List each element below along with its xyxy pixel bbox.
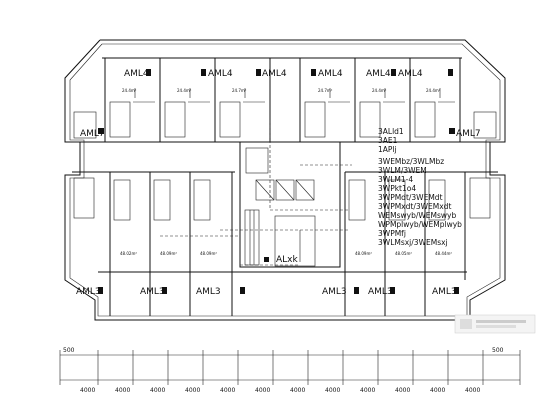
room-area-labels: 24.4m² 24.4m² 24.7m² 24.7m² 24.4m² 24.4m… bbox=[120, 88, 452, 256]
watermark-logo bbox=[454, 314, 536, 334]
distribution-item-11: WPMplwyb/WEMplwyb bbox=[378, 220, 462, 229]
dim-segment-4: 4000 bbox=[185, 387, 200, 394]
dim-segment-10: 4000 bbox=[395, 387, 410, 394]
dim-segment-7: 4000 bbox=[290, 387, 305, 394]
room-area-bottom-4: 48.09m² bbox=[355, 251, 372, 256]
distribution-item-13: 3WLMsxj/3WEMsxj bbox=[378, 238, 448, 247]
distribution-item-9: 3WPMxdt/3WEMxdt bbox=[378, 202, 451, 211]
distribution-item-4: 3WEMbz/3WLMbz bbox=[378, 157, 444, 166]
distribution-item-12: 3WPMfj bbox=[378, 229, 406, 238]
panel-marks bbox=[98, 69, 459, 294]
dim-segment-9: 4000 bbox=[360, 387, 375, 394]
room-area-top-4: 24.7m² bbox=[318, 88, 333, 93]
room-area-bottom-5: 48.05m² bbox=[395, 251, 412, 256]
panel-label-mid-right: AML7 bbox=[456, 129, 481, 139]
dim-segment-2: 4000 bbox=[115, 387, 130, 394]
panel-label-bottom-2: AML3 bbox=[140, 287, 165, 297]
panel-label-top-1: AML4 bbox=[124, 69, 149, 79]
distribution-item-3: 1APlj bbox=[378, 145, 397, 154]
room-area-top-1: 24.4m² bbox=[122, 88, 137, 93]
distribution-item-8: 3WPMdt/3WEMdt bbox=[378, 193, 443, 202]
panel-labels: AML4 AML4 AML4 AML4 AML4 AML4 AML7 AML7 … bbox=[76, 69, 481, 297]
panel-label-top-6: AML4 bbox=[398, 69, 423, 79]
dim-segment-11: 4000 bbox=[430, 387, 445, 394]
distribution-item-1: 3ALld1 bbox=[378, 127, 404, 136]
panel-label-elevator: ALxk bbox=[276, 255, 298, 265]
room-area-bottom-6: 48.44m² bbox=[435, 251, 452, 256]
dimension-ticks bbox=[59, 350, 521, 385]
room-area-top-5: 24.4m² bbox=[372, 88, 387, 93]
panel-label-bottom-4: AML3 bbox=[322, 287, 347, 297]
panel-label-top-3: AML4 bbox=[262, 69, 287, 79]
panel-label-top-5: AML4 bbox=[366, 69, 391, 79]
room-area-bottom-1: 48.02m² bbox=[120, 251, 137, 256]
dim-segment-12: 4000 bbox=[465, 387, 480, 394]
panel-label-top-4: AML4 bbox=[318, 69, 343, 79]
room-area-top-3: 24.7m² bbox=[232, 88, 247, 93]
dim-segment-6: 4000 bbox=[255, 387, 270, 394]
room-area-bottom-3: 48.09m² bbox=[200, 251, 217, 256]
distribution-item-5: 3WLM/3WEM bbox=[378, 166, 427, 175]
panel-label-bottom-6: AML3 bbox=[432, 287, 457, 297]
dim-end-right: 500 bbox=[492, 347, 504, 354]
core-area bbox=[239, 141, 341, 268]
distribution-list: 3ALld1 3AE1 1APlj 3WEMbz/3WLMbz 3WLM/3WE… bbox=[378, 127, 462, 247]
dim-segment-8: 4000 bbox=[325, 387, 340, 394]
panel-label-bottom-3: AML3 bbox=[196, 287, 221, 297]
room-area-bottom-2: 48.09m² bbox=[160, 251, 177, 256]
distribution-item-2: 3AE1 bbox=[378, 136, 398, 145]
panel-label-mid-left: AML7 bbox=[80, 129, 105, 139]
dim-segment-5: 4000 bbox=[220, 387, 235, 394]
room-area-top-6: 24.4m² bbox=[426, 88, 441, 93]
panel-label-bottom-5: AML3 bbox=[368, 287, 393, 297]
panel-label-bottom-1: AML3 bbox=[76, 287, 101, 297]
dim-segment-3: 4000 bbox=[150, 387, 165, 394]
room-area-top-2: 24.4m² bbox=[177, 88, 192, 93]
wiring bbox=[134, 88, 441, 266]
panel-label-top-2: AML4 bbox=[208, 69, 233, 79]
distribution-item-7: 3WPkt1o4 bbox=[378, 184, 416, 193]
dim-end-left: 500 bbox=[63, 347, 75, 354]
distribution-item-6: 3WLM1-4 bbox=[378, 175, 413, 184]
top-rooms bbox=[72, 57, 498, 143]
dimension-line: 500 500 4000 4000 4000 4000 4000 4000 40… bbox=[59, 347, 521, 394]
distribution-item-10: WEMswyb/WEMswyb bbox=[378, 211, 456, 220]
bottom-rooms bbox=[72, 111, 498, 316]
dim-segment-1: 4000 bbox=[80, 387, 95, 394]
